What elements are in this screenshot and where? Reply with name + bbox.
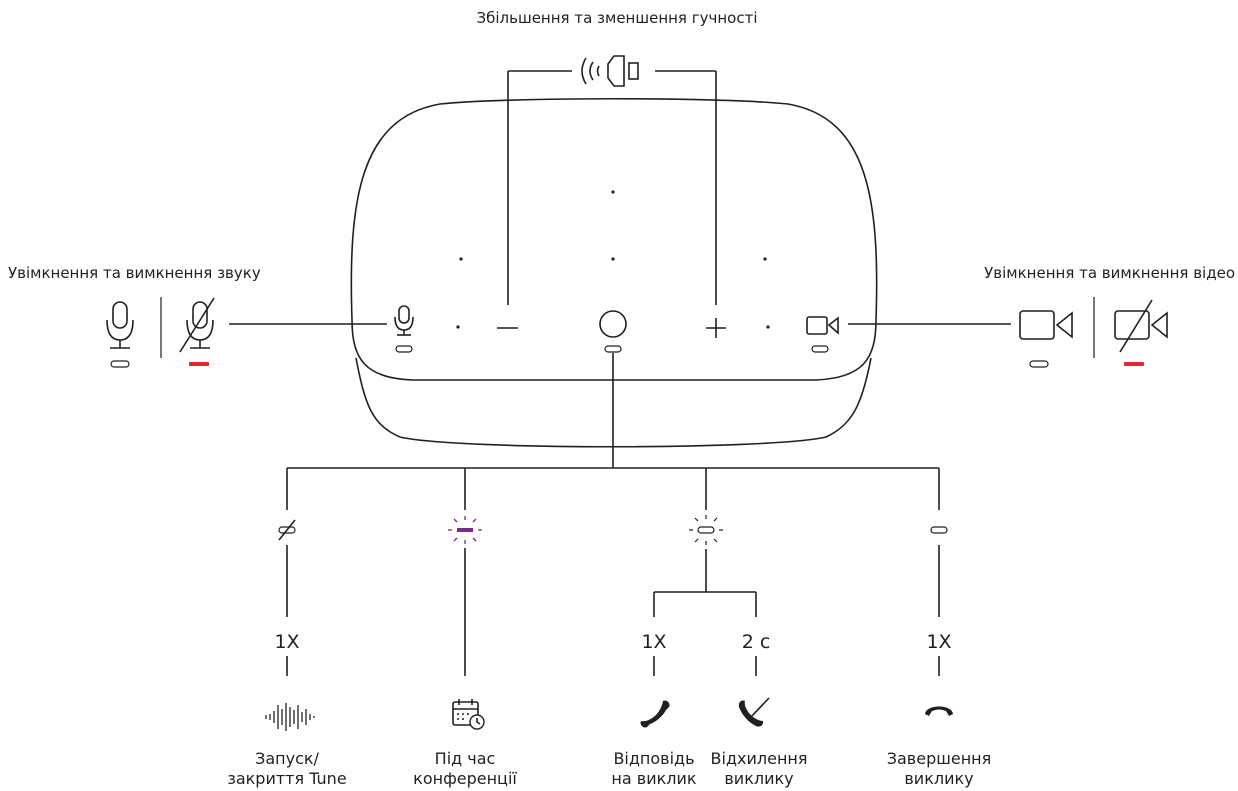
decline-caption-line1: Відхилення — [711, 749, 808, 768]
calendar-clock-icon — [452, 699, 485, 730]
decline-press-label: 2 с — [742, 631, 771, 653]
mute-label: Увімкнення та вимкнення звуку — [8, 264, 261, 282]
tune-caption-line2: закриття Tune — [227, 769, 346, 788]
volume-label: Збільшення та зменшення гучності — [477, 9, 758, 27]
phone-hangup-icon — [925, 706, 953, 716]
speakerphone-device — [350, 97, 878, 448]
answer-caption-line1: Відповідь — [613, 749, 694, 768]
volume-up-button[interactable] — [706, 318, 726, 338]
answer-caption-line2: на виклик — [611, 769, 696, 788]
phone-decline-icon — [738, 697, 770, 727]
video-camera-icon — [1019, 310, 1073, 368]
end-caption-line1: Завершення — [887, 749, 992, 768]
meeting-led-purple — [448, 516, 482, 544]
teams-button[interactable] — [599, 310, 627, 353]
video-led-red — [1124, 362, 1144, 366]
device-video-button[interactable] — [806, 316, 839, 353]
mute-led-red — [189, 362, 209, 366]
speaker-volume-icon — [581, 55, 639, 87]
tune-led-off — [278, 519, 296, 541]
video-label: Увімкнення та вимкнення відео — [984, 264, 1235, 282]
end-caption-line2: виклику — [904, 769, 973, 788]
answer-press-label: 1X — [641, 631, 666, 653]
video-camera-off-icon — [1114, 299, 1168, 366]
teams-button-tree — [286, 353, 940, 510]
meeting-caption-line1: Під час — [435, 749, 496, 768]
end-press-label: 1X — [926, 631, 951, 653]
call-led-flashing — [689, 515, 723, 545]
end-led-off — [930, 526, 948, 534]
decline-caption-line2: виклику — [724, 769, 793, 788]
meeting-caption-line2: конференції — [413, 769, 517, 788]
volume-bracket — [507, 70, 717, 305]
tune-caption-line1: Запуск/ — [255, 749, 319, 768]
audio-waveform-icon — [265, 703, 315, 731]
microphone-muted-icon — [179, 297, 215, 366]
phone-answer-icon — [640, 700, 670, 728]
tune-press-label: 1X — [274, 631, 299, 653]
device-mic-button[interactable] — [394, 305, 414, 353]
microphone-icon — [106, 301, 134, 368]
